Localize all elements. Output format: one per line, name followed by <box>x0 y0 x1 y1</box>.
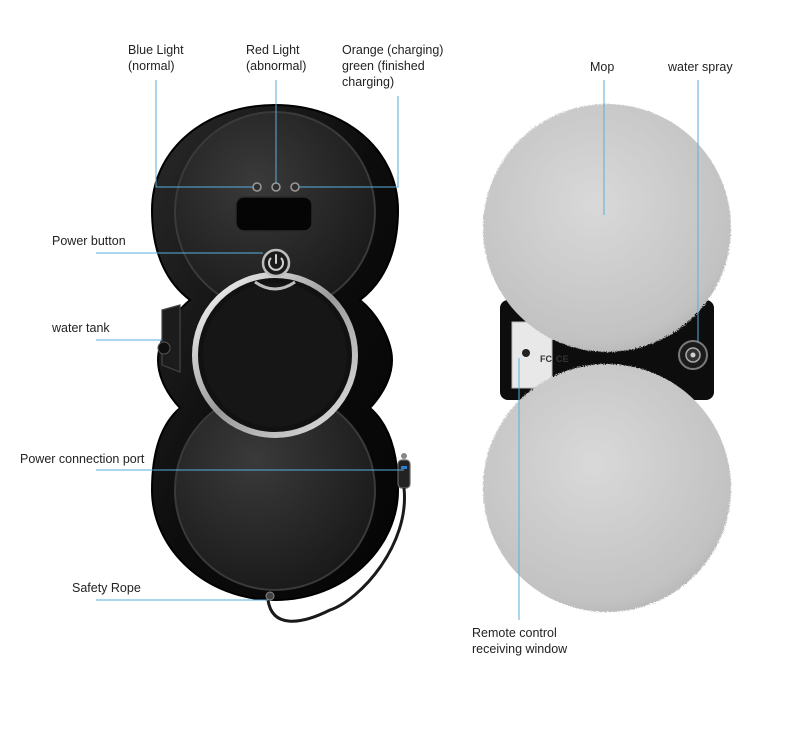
power-connection-port-label: Power connection port <box>20 452 145 466</box>
center-disc <box>203 283 347 427</box>
water-spray-nozzle <box>678 340 708 370</box>
ring-notch <box>254 280 296 291</box>
remote-control-window-label: Remote control receiving window <box>472 626 568 656</box>
blue-light-callout <box>155 80 253 188</box>
power-connector <box>397 453 411 489</box>
power-button-icon[interactable] <box>261 248 291 278</box>
blue-light-label: Blue Light (normal) <box>128 43 184 73</box>
callout-lines <box>96 80 699 620</box>
water-tank-label: water tank <box>52 321 110 335</box>
safety-rope-anchor <box>265 591 275 601</box>
water-tank-cap <box>157 341 171 355</box>
fc-mark: FC <box>540 354 552 364</box>
ce-mark: CE <box>556 354 569 364</box>
red-light-indicator <box>271 182 281 192</box>
robot-back-view: FC CE <box>483 104 731 612</box>
top-mop-pad <box>483 104 731 352</box>
power-cable <box>266 487 406 623</box>
orange-green-callout <box>299 96 399 188</box>
robot-front-view <box>150 103 411 623</box>
charging-light-indicator <box>290 182 300 192</box>
display-window <box>235 196 313 232</box>
remote-control-window <box>522 349 530 357</box>
power-button-label: Power button <box>52 234 126 248</box>
safety-rope-label: Safety Rope <box>72 581 141 595</box>
mop-label: Mop <box>590 60 615 74</box>
water-spray-label: water spray <box>668 60 733 74</box>
orange-green-light-label: Orange (charging) green (finished chargi… <box>342 43 444 89</box>
red-light-label: Red Light (abnormal) <box>246 43 307 73</box>
blue-light-indicator <box>252 182 262 192</box>
water-tank <box>161 304 181 373</box>
bottom-mop-pad <box>483 364 731 612</box>
